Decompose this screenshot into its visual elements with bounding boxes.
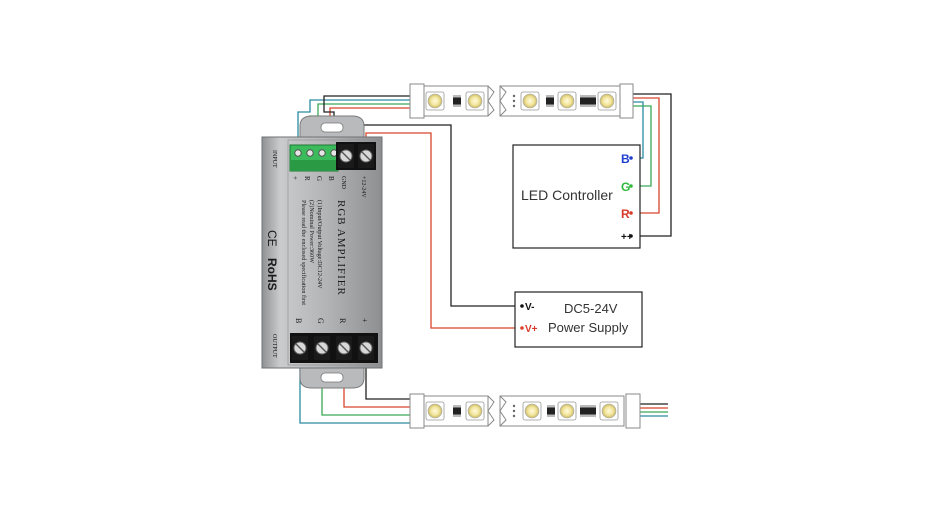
amp-input-pin-r: R bbox=[303, 176, 311, 181]
led-chip-icon bbox=[465, 91, 485, 111]
amp-input-label: INPUT bbox=[271, 150, 277, 168]
led-chip-icon bbox=[425, 91, 445, 111]
amp-ce-mark: CE bbox=[265, 230, 279, 247]
amp-output-label: OUTPUT bbox=[271, 334, 277, 358]
wire-vplus bbox=[365, 132, 522, 329]
amp-pin-gnd: GND bbox=[340, 176, 346, 190]
amp-input-pin-b: B bbox=[327, 176, 335, 181]
led-chip-icon bbox=[557, 91, 577, 111]
led-chip-icon bbox=[557, 401, 577, 421]
input-terminal-block[interactable] bbox=[289, 144, 339, 172]
amp-input-pin-plus: + bbox=[291, 176, 299, 180]
amp-output-pin-plus: + bbox=[360, 318, 369, 323]
wire-input-blue bbox=[297, 99, 420, 137]
controller-box bbox=[512, 144, 641, 249]
amp-spec-line-2: (2)Nominal Power:360W bbox=[308, 200, 315, 263]
led-controller: LED Controller B G R ++ bbox=[512, 144, 641, 249]
led-chip-icon bbox=[425, 401, 445, 421]
amp-rohs-mark: RoHS bbox=[265, 258, 279, 291]
power-supply: V- V+ DC5-24V Power Supply bbox=[514, 291, 643, 348]
amp-output-pin-g: G bbox=[316, 318, 325, 324]
amp-output-pin-r: R bbox=[338, 318, 347, 324]
power-pin-pos: V+ bbox=[525, 324, 538, 335]
amp-body bbox=[261, 136, 383, 369]
led-chip-icon bbox=[522, 401, 542, 421]
controller-pin-r: R bbox=[621, 207, 630, 221]
controller-pin-b: B bbox=[621, 152, 630, 166]
amp-input-pin-g: G bbox=[315, 176, 323, 181]
led-chip-icon bbox=[465, 401, 485, 421]
wire-ctrl-red bbox=[631, 97, 660, 214]
wire-ctrl-green bbox=[631, 105, 652, 187]
power-pin-neg: V- bbox=[525, 302, 534, 313]
led-strip-icon bbox=[409, 83, 634, 119]
controller-title: LED Controller bbox=[521, 187, 613, 203]
power-supply-title-2: Power Supply bbox=[548, 320, 629, 335]
output-terminal-block[interactable] bbox=[290, 333, 378, 363]
controller-pin-plus: ++ bbox=[621, 232, 633, 243]
wire-ctrl-black bbox=[631, 93, 672, 237]
amp-spec-line-1: (1)Input/Output Voltage:DC12-24V bbox=[316, 200, 323, 289]
amp-pin-vplus: +12-24V bbox=[360, 176, 366, 198]
led-chip-icon bbox=[520, 91, 540, 111]
led-strip-icon bbox=[409, 393, 641, 429]
power-supply-title-1: DC5-24V bbox=[564, 301, 618, 316]
amp-title: RGB AMPLIFIER bbox=[335, 200, 347, 296]
amp-spec-line-3: Please read the enclosed specification f… bbox=[300, 200, 307, 305]
power-terminal-block[interactable] bbox=[336, 142, 376, 170]
led-chip-icon bbox=[599, 401, 619, 421]
amp-output-pin-b: B bbox=[294, 318, 303, 323]
led-chip-icon bbox=[597, 91, 617, 111]
power-supply-box bbox=[514, 291, 643, 348]
controller-pin-g: G bbox=[621, 180, 630, 194]
rgb-amplifier: INPUT OUTPUT + R G B GND +12-24V RGB AMP… bbox=[261, 115, 383, 389]
